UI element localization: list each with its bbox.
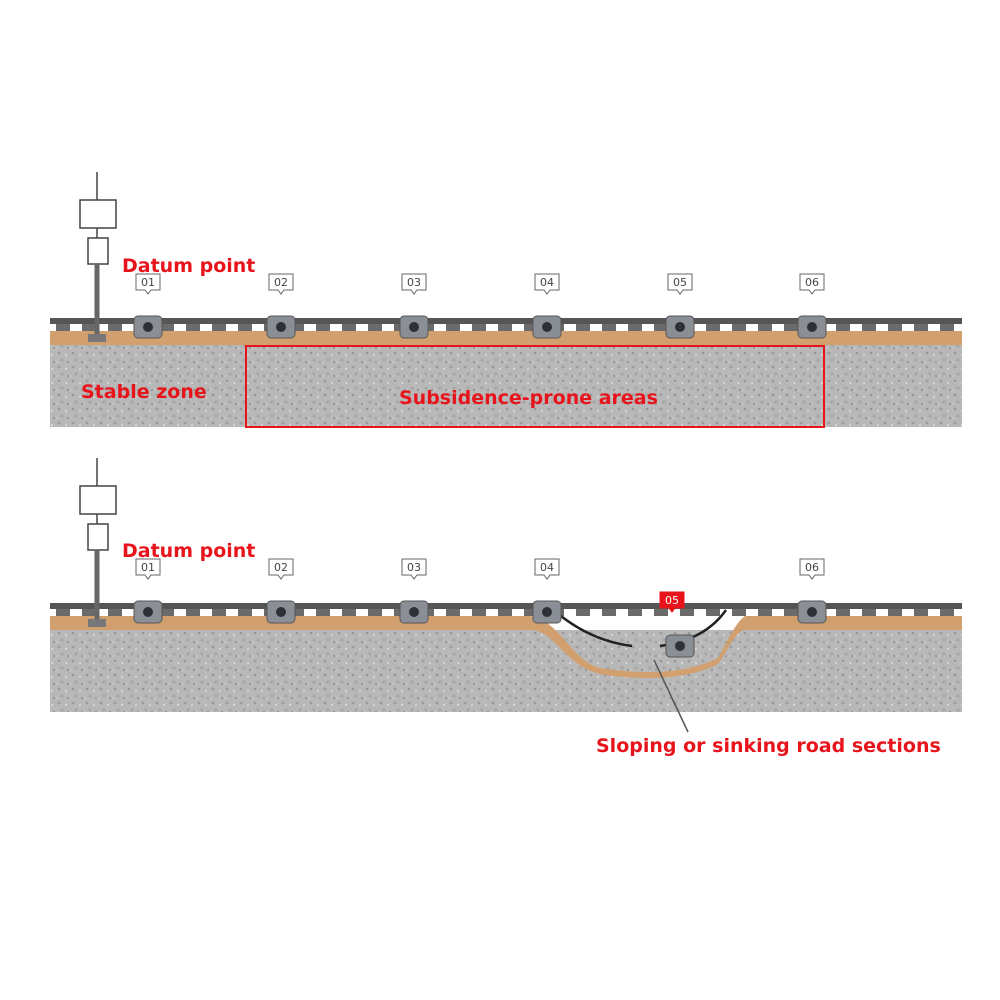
sensor-lens [276, 607, 286, 617]
ground-gravel [50, 630, 962, 712]
panel-stable-condition: 01 02 03 04 05 06 Datum point Stable zone Sub… [50, 172, 962, 428]
sensor-id-label: 05 [673, 276, 687, 289]
sensor-lens [276, 322, 286, 332]
rail [50, 603, 962, 609]
sensor-tag [135, 273, 161, 295]
sensor-id-label: 05 [665, 594, 679, 607]
sensor-05: 05 [659, 591, 695, 658]
stable-zone-label: Stable zone [81, 381, 207, 403]
sensor-id-label: 02 [274, 561, 288, 574]
ground-gravel [50, 345, 962, 427]
sensor-lens [542, 322, 552, 332]
sensor-05: 05 [665, 273, 695, 339]
sensor-lens [675, 641, 685, 651]
sensor-lens [409, 607, 419, 617]
sensor-id-label: 04 [540, 276, 554, 289]
sensor-lens [675, 322, 685, 332]
sensor-03: 03 [399, 558, 429, 624]
sensor-group: 01 02 03 04 05 06 [133, 273, 827, 339]
datum-point-label: Datum point [122, 255, 255, 277]
sensor-03: 03 [399, 273, 429, 339]
sensor-id-label: 03 [407, 561, 421, 574]
sensor-lens [807, 607, 817, 617]
sensor-id-label: 01 [141, 276, 155, 289]
sensor-tag [667, 273, 693, 295]
sensor-tag [534, 558, 560, 580]
sensor-01: 01 [133, 273, 163, 339]
sensor-id-label: 04 [540, 561, 554, 574]
sensor-tag [401, 273, 427, 295]
sensor-02: 02 [266, 558, 296, 624]
rail [50, 318, 962, 324]
sensor-id-label: 02 [274, 276, 288, 289]
sensor-lens [409, 322, 419, 332]
sensor-lens [807, 322, 817, 332]
sensor-04: 04 [532, 273, 562, 339]
sensor-lens [542, 607, 552, 617]
sleepers [50, 320, 962, 331]
sensor-id-label: 01 [141, 561, 155, 574]
datum-point-label: Datum point [122, 540, 255, 562]
sensor-id-label: 03 [407, 276, 421, 289]
sensor-id-label: 06 [805, 561, 819, 574]
sensor-01: 01 [133, 558, 163, 624]
sensor-04: 04 [532, 558, 562, 624]
subsidence-zone-label: Subsidence-prone areas [399, 387, 658, 409]
sensor-06: 06 [797, 273, 827, 339]
sensor-group: 01 02 03 04 05 06 [133, 558, 827, 658]
sensor-tag [659, 591, 685, 613]
sensor-tag [135, 558, 161, 580]
sensor-tag [799, 558, 825, 580]
ballast-layer [50, 616, 962, 679]
sensor-tag [401, 558, 427, 580]
sensor-tag [799, 273, 825, 295]
sensor-tag [268, 273, 294, 295]
pointer-line [653, 659, 689, 733]
sensor-06: 06 [797, 558, 827, 624]
datum-station [79, 458, 117, 627]
sensor-lens [143, 607, 153, 617]
sinking-section-label: Sloping or sinking road sections [596, 735, 941, 757]
sensor-lens [143, 322, 153, 332]
sensor-tag [268, 558, 294, 580]
subsidence-zone-frame [245, 345, 825, 428]
sensor-02: 02 [266, 273, 296, 339]
datum-station [79, 172, 117, 342]
sleepers [50, 605, 962, 616]
sensor-tag [534, 273, 560, 295]
panel-subsided-condition: 01 02 03 04 05 06 Datum point Sloping or sink… [50, 458, 962, 757]
sensor-id-label: 06 [805, 276, 819, 289]
